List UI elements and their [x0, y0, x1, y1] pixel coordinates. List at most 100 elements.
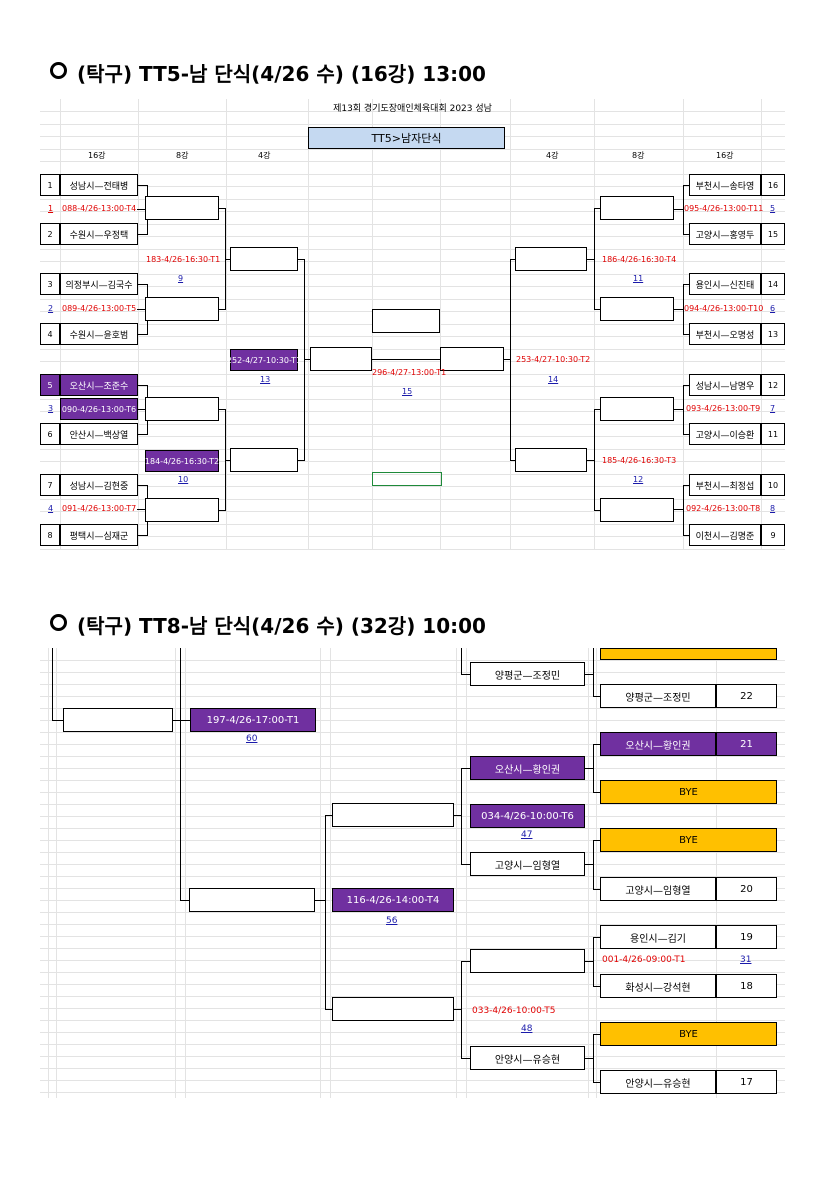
grid-line	[40, 984, 785, 985]
seed-number: 12	[761, 374, 785, 396]
round-label-8-left: 8강	[176, 151, 189, 160]
grid-line	[40, 286, 785, 287]
qf-match-link[interactable]: 10	[178, 475, 189, 484]
player-box: 용인시—김기	[600, 925, 716, 949]
match-index-link[interactable]: 6	[770, 304, 776, 313]
sf-match-link[interactable]: 14	[548, 375, 559, 384]
match-schedule: 088-4/26-13:00-T4	[62, 204, 137, 213]
seed-number: 22	[716, 684, 777, 708]
match-schedule: 095-4/26-13:00-T11	[684, 204, 764, 213]
player-box: 부천시—최정섭	[689, 474, 761, 496]
grid-line	[40, 720, 785, 721]
player-box: 수원시—우정택	[60, 223, 138, 245]
match-schedule: 033-4/26-10:00-T5	[472, 1006, 556, 1016]
round-match-link[interactable]: 56	[386, 916, 398, 926]
match-index-link[interactable]: 1	[48, 204, 54, 213]
player-box: 성남시—남명우	[689, 374, 761, 396]
player-box: 고양시—임형열	[470, 852, 585, 876]
round-match-link[interactable]: 60	[246, 734, 258, 744]
seed-number: 17	[716, 1070, 777, 1094]
match-index-link[interactable]: 4	[48, 504, 54, 513]
grid-line	[40, 498, 785, 500]
grid-line	[40, 696, 785, 697]
match-schedule: 091-4/26-13:00-T7	[62, 504, 137, 513]
player-box: 부천시—오명성	[689, 323, 761, 345]
grid-line	[40, 852, 785, 853]
player-box: 수원시—윤호범	[60, 323, 138, 345]
grid-line	[716, 648, 717, 1098]
grid-line	[40, 732, 785, 733]
grid-line	[40, 336, 785, 337]
seed-number: 3	[40, 273, 60, 295]
seed-number: 20	[716, 877, 777, 901]
grid-line	[596, 648, 597, 1098]
match-index-link[interactable]: 3	[48, 404, 54, 413]
qf-schedule: 184-4/26-16:30-T2	[145, 450, 219, 472]
qf-match-link[interactable]: 12	[633, 475, 644, 484]
r3-empty-slot	[332, 997, 454, 1021]
grid-line	[40, 261, 785, 262]
grid-line	[40, 161, 785, 162]
bye-slot-partial	[600, 648, 777, 660]
grid-line	[40, 768, 785, 769]
grid-line	[40, 223, 785, 225]
grid-line	[40, 523, 785, 525]
match-index-link[interactable]: 31	[740, 955, 752, 965]
player-box: 화성시—강석현	[600, 974, 716, 998]
grid-line	[40, 1092, 785, 1093]
qf-schedule: 186-4/26-16:30-T4	[602, 255, 677, 264]
match-index-link[interactable]: 5	[770, 204, 776, 213]
grid-line	[594, 99, 595, 550]
match-index-link[interactable]: 47	[521, 830, 533, 840]
match-schedule: 089-4/26-13:00-T5	[62, 304, 137, 313]
seed-number: 6	[40, 423, 60, 445]
grid-line	[40, 348, 785, 350]
grid-line	[40, 173, 785, 175]
r4-empty-slot	[230, 247, 298, 271]
circle-bullet-icon	[50, 62, 67, 79]
r8-empty-slot	[145, 297, 219, 321]
bye-slot: BYE	[600, 1022, 777, 1046]
grid-line	[40, 972, 785, 973]
r8-empty-slot	[145, 498, 219, 522]
match-index-link[interactable]: 48	[521, 1024, 533, 1034]
final-match-link[interactable]: 15	[402, 387, 413, 396]
r8-empty-slot	[600, 297, 674, 321]
round-label-4-right: 4강	[546, 151, 559, 160]
match-schedule: 090-4/26-13:00-T6	[60, 398, 138, 420]
player-box: 이천시—김명준	[689, 524, 761, 546]
grid-line	[40, 473, 785, 475]
sf-schedule: 252-4/27-10:30-T1	[227, 349, 301, 371]
grid-line	[40, 912, 785, 913]
grid-line	[40, 386, 785, 387]
round-schedule: 116-4/26-14:00-T4	[332, 888, 454, 912]
match-index-link[interactable]: 7	[770, 404, 776, 413]
semifinal-left-slot	[310, 347, 372, 371]
match-index-link[interactable]: 2	[48, 304, 54, 313]
grid-line	[40, 924, 785, 925]
grid-line	[440, 99, 441, 550]
player-box: 고양시—이승환	[689, 423, 761, 445]
r4-empty-slot	[189, 888, 315, 912]
match-index-link[interactable]: 8	[770, 504, 776, 513]
bracket-sheet-tt8: 197-4/26-17:00-T1 60 116-4/26-14:00-T4 5…	[40, 648, 785, 1098]
match-schedule: 001-4/26-09:00-T1	[602, 955, 686, 965]
grid-line	[175, 648, 176, 1098]
grid-line	[40, 792, 785, 793]
qf-match-link[interactable]: 9	[178, 274, 184, 283]
selected-cell[interactable]	[372, 472, 442, 486]
bye-slot: BYE	[600, 828, 777, 852]
player-box: 오산시—황인권	[470, 756, 585, 780]
sf-match-link[interactable]: 13	[260, 375, 271, 384]
grid-line	[40, 1032, 785, 1033]
grid-line	[40, 123, 785, 125]
grid-line	[40, 536, 785, 537]
grid-line	[56, 648, 57, 1098]
seed-number: 9	[761, 524, 785, 546]
qf-schedule: 185-4/26-16:30-T3	[602, 456, 677, 465]
r8-empty-slot	[600, 196, 674, 220]
tournament-title: 제13회 경기도장애인체육대회 2023 성남	[333, 104, 492, 114]
grid-line	[226, 99, 227, 550]
qf-match-link[interactable]: 11	[633, 274, 644, 283]
grid-line	[40, 936, 785, 937]
